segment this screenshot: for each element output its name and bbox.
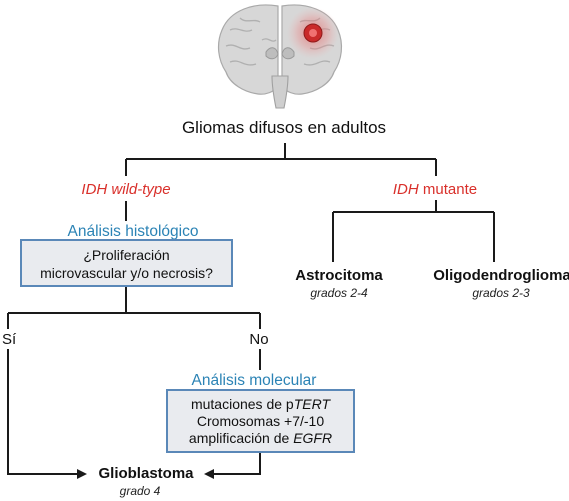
astrocytoma-label: Astrocitoma [295, 267, 383, 284]
molecular-egfr-line: amplificación de EGFR [168, 429, 353, 447]
oligodendroglioma-grade: grados 2-3 [472, 286, 530, 300]
diagram-title: Gliomas difusos en adultos [181, 118, 387, 137]
histology-question-box: ¿Proliferación microvascular y/o necrosi… [20, 239, 233, 287]
glioblastoma-label: Glioblastoma [98, 465, 194, 482]
idh-mut-status: mutante [422, 181, 478, 198]
idh-wt-status: wild-type [111, 181, 171, 198]
histology-question-line2: microvascular y/o necrosis? [40, 265, 213, 281]
answer-yes: Sí [2, 331, 17, 348]
idh-mutant-label: IDH mutante [393, 182, 477, 197]
egfr-gene: EGFR [293, 430, 333, 446]
tert-prefix: mutaciones de p [190, 396, 294, 412]
molecular-heading: Análisis molecular [191, 372, 317, 389]
oligodendroglioma-label: Oligodendroglioma [433, 267, 569, 284]
idh-wild-type-label: IDH wild-type [81, 182, 170, 197]
molecular-criteria-box: mutaciones de pTERT Cromosomas +7/-10 am… [166, 389, 355, 453]
answer-no: No [249, 331, 269, 348]
molecular-chromosome-line: Cromosomas +7/-10 [196, 413, 325, 429]
egfr-prefix: amplificación de [188, 430, 294, 446]
histology-question-line1: ¿Proliferación [83, 247, 170, 263]
histology-heading: Análisis histológico [67, 223, 199, 240]
glioblastoma-grade: grado 4 [119, 484, 161, 498]
astrocytoma-grade: grados 2-4 [310, 286, 368, 300]
molecular-tert-line: mutaciones de pTERT [168, 395, 353, 413]
idh-mut-gene: IDH [392, 181, 419, 198]
tert-gene: TERT [293, 396, 331, 412]
brain-illustration [217, 4, 343, 109]
idh-wt-gene: IDH [81, 181, 108, 198]
